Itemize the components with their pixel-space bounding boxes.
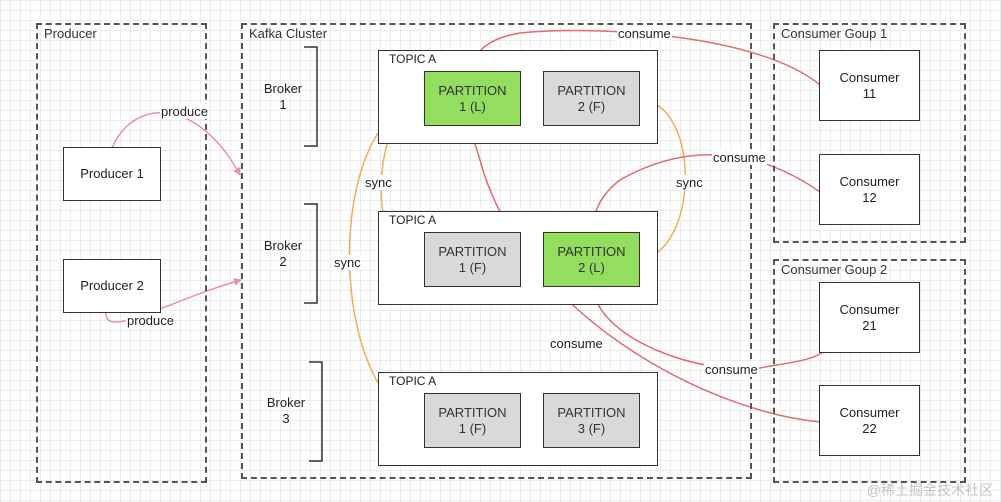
- topic-label: TOPIC A: [389, 374, 437, 388]
- topic-label: TOPIC A: [389, 52, 437, 66]
- consumer-11[interactable]: Consumer 11: [819, 50, 920, 121]
- sync-label-3: sync: [675, 175, 704, 190]
- consume-edge-c12: [588, 154, 821, 233]
- partition-2-follower-broker-1[interactable]: PARTITION 2 (F): [543, 71, 640, 126]
- partition-1-follower-broker-2[interactable]: PARTITION 1 (F): [424, 232, 521, 287]
- consume-label-c21: consume: [704, 362, 759, 377]
- consume-edge-c11: [467, 29, 821, 86]
- topic-label: TOPIC A: [389, 213, 437, 227]
- kafka-cluster-frame: Kafka Cluster: [241, 23, 752, 479]
- broker-2-label: Broker 2: [263, 238, 303, 269]
- consumer-group-1-title: Consumer Goup 1: [781, 26, 888, 41]
- consume-label-c12: consume: [712, 150, 767, 165]
- consumer-group-2-title: Consumer Goup 2: [781, 262, 888, 277]
- partition-1-leader-broker-1[interactable]: PARTITION 1 (L): [424, 71, 521, 126]
- sync-label-1: sync: [364, 175, 393, 190]
- watermark: @稀土掘金技术社区: [866, 482, 993, 498]
- producer-group-frame: Producer: [36, 23, 207, 483]
- produce-label-1: produce: [160, 104, 209, 119]
- partition-2-leader-broker-2[interactable]: PARTITION 2 (L): [543, 232, 640, 287]
- kafka-cluster-title: Kafka Cluster: [249, 26, 328, 41]
- consume-label-c22: consume: [549, 336, 604, 351]
- producer-2[interactable]: Producer 2: [63, 259, 161, 313]
- sync-label-2: sync: [333, 255, 362, 270]
- consumer-12[interactable]: Consumer 12: [819, 154, 920, 225]
- consume-label-c11: consume: [617, 26, 672, 41]
- producer-1[interactable]: Producer 1: [63, 147, 161, 201]
- broker-1-label: Broker 1: [263, 81, 303, 112]
- consumer-group-1-frame: Consumer Goup 1: [773, 23, 966, 243]
- consumer-22[interactable]: Consumer 22: [819, 385, 920, 456]
- broker-3-label: Broker 3: [266, 395, 306, 426]
- consumer-group-2-frame: Consumer Goup 2: [773, 259, 966, 483]
- consumer-21[interactable]: Consumer 21: [819, 282, 920, 353]
- partition-3-follower-broker-3[interactable]: PARTITION 3 (F): [543, 393, 640, 448]
- partition-1-follower-broker-3[interactable]: PARTITION 1 (F): [424, 393, 521, 448]
- producer-group-title: Producer: [44, 26, 97, 41]
- produce-label-2: produce: [126, 313, 175, 328]
